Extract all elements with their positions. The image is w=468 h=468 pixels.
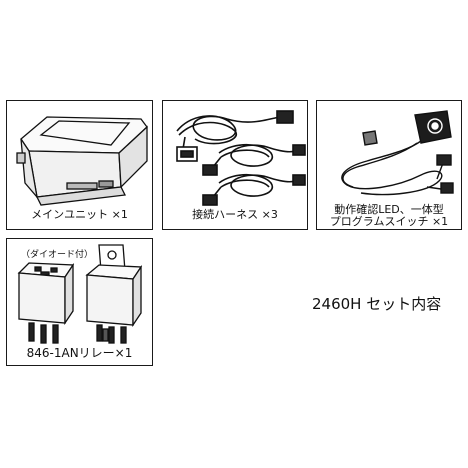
caption-led-switch-line1: 動作確認LED、一体型 (334, 203, 444, 216)
panel-relay: （ダイオード付） 846-1ANリレー×1 (6, 238, 153, 366)
harness-image (176, 110, 306, 206)
caption-relay: 846-1ANリレー×1 (26, 346, 133, 360)
diode-note: （ダイオード付） (21, 250, 94, 260)
set-title: 2460H セット内容 (312, 295, 442, 313)
panel-harness: 接続ハーネス ×3 (162, 100, 308, 230)
caption-harness: 接続ハーネス ×3 (192, 208, 278, 221)
panel-main-unit: メインユニット ×1 (6, 100, 153, 230)
relay-image (17, 244, 143, 344)
led-switch-image (341, 110, 454, 196)
panel-led-switch: 動作確認LED、一体型 プログラムスイッチ ×1 (316, 100, 462, 230)
caption-led-switch-line2: プログラムスイッチ ×1 (329, 215, 449, 228)
main-unit-image (16, 116, 148, 206)
caption-main-unit: メインユニット ×1 (31, 208, 128, 221)
